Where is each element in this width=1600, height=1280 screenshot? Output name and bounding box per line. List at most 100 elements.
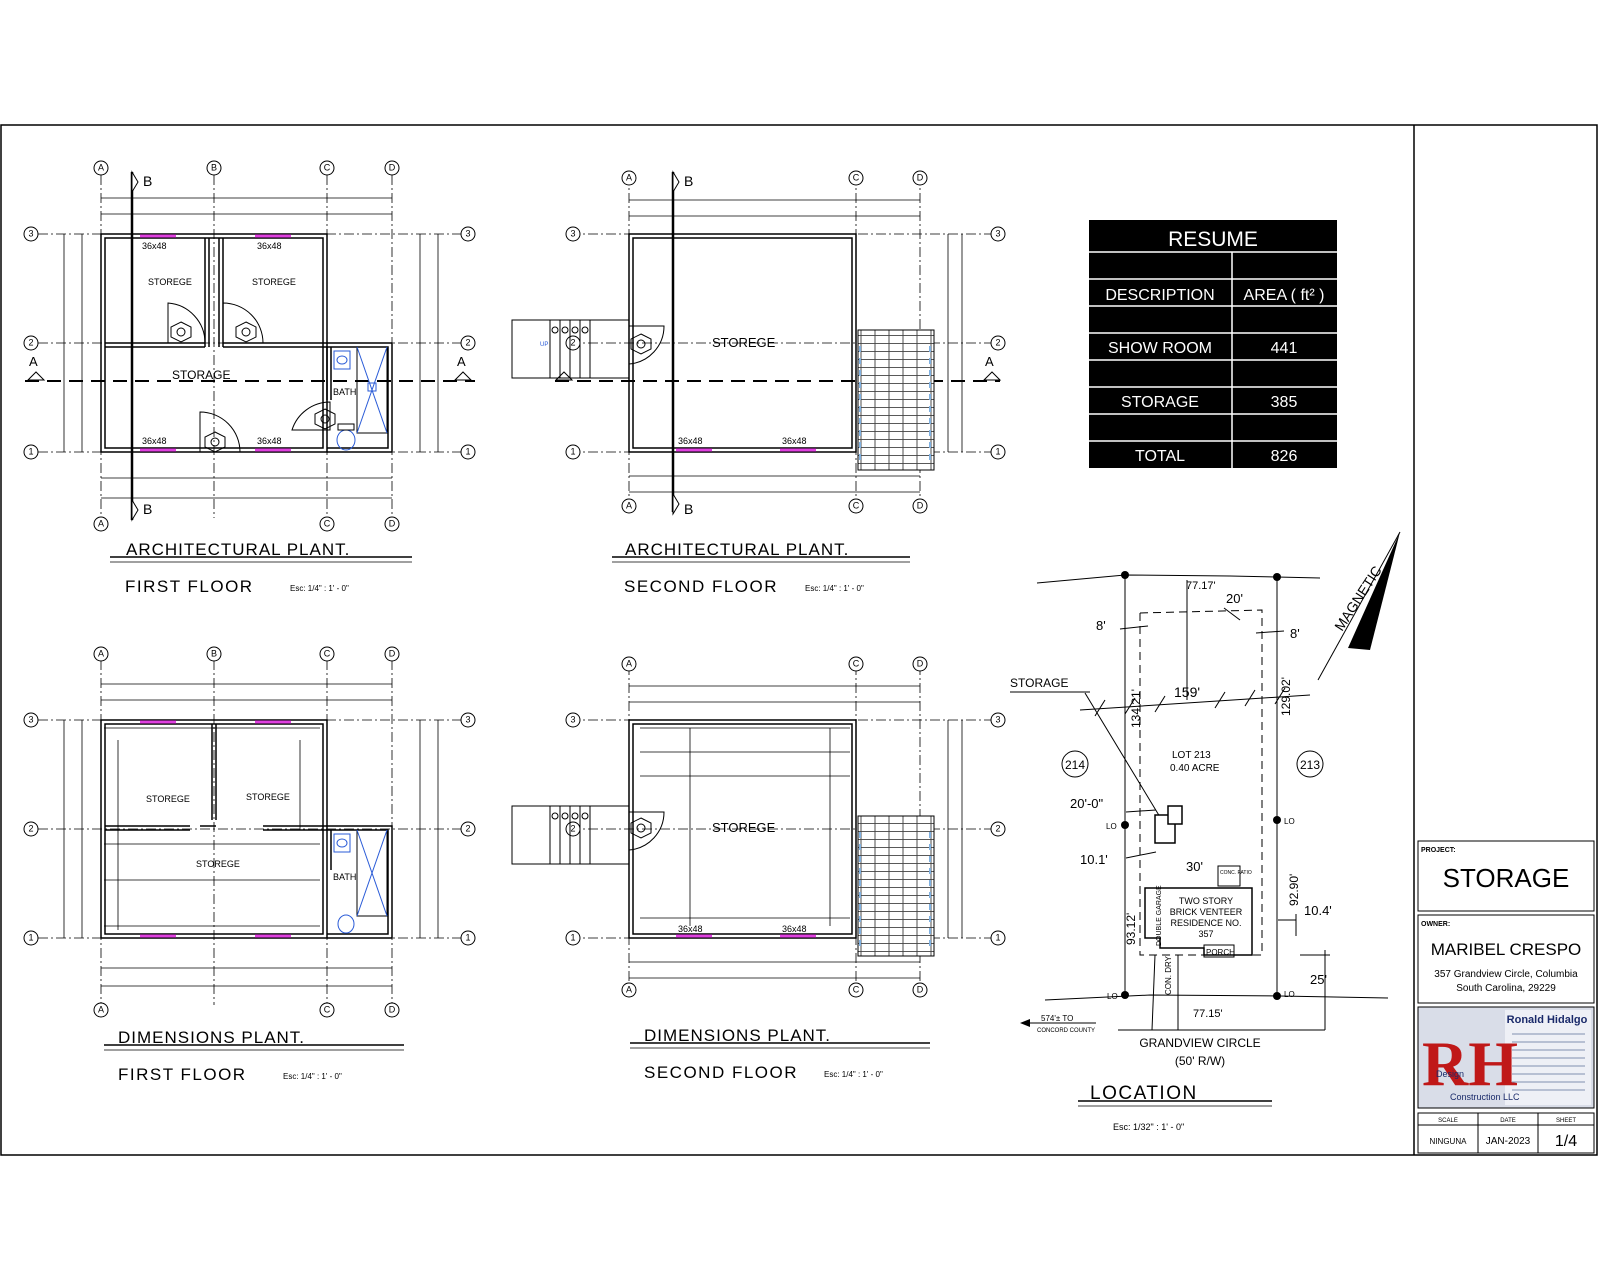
window-label: 36x48 [678,436,703,446]
plan-dim-second-floor: A C D A C D 3 2 1 3 2 1 [511,656,1006,998]
street-row: (50' R/W) [1175,1054,1225,1068]
scale-value: NINGUNA [1430,1137,1468,1146]
lot-number: 213 [1300,758,1320,772]
grid-label: B [211,162,217,172]
grid-label: A [626,500,632,510]
room-label: STOREGE [246,792,290,802]
grid-label: 1 [570,446,575,456]
site-dim: 134.21' [1129,689,1143,728]
site-dim: 30' [1186,859,1203,874]
window-label: 36x48 [782,436,807,446]
window-label: 36x48 [142,436,167,446]
county-note: CONCORD COUNTY [1037,1028,1095,1034]
grid-bubble-b [206,160,222,176]
grid-label: B [211,648,217,658]
plan-title: ARCHITECTURAL PLANT. [126,540,350,559]
grid-label: C [324,162,331,172]
resume-row-area: 441 [1271,340,1298,357]
company-logo: RH Ronald Hidalgo Design Construction LL… [1417,1006,1595,1109]
sheet-label: SHEET [1556,1118,1576,1124]
grid-label: 3 [28,228,33,238]
grid-label: D [389,518,396,528]
stair-icon [511,805,665,865]
room-label: STOREGE [148,277,192,287]
grid-label: 3 [465,228,470,238]
grid-label: D [389,1004,396,1014]
grid-label: A [626,658,632,668]
title-location: LOCATION Esc: 1/32" : 1' - 0" [1078,1083,1272,1132]
grid-label: 1 [465,446,470,456]
section-mark-a: A [457,354,466,369]
plan-subtitle: FIRST FLOOR [118,1065,247,1084]
grid-label: A [98,1004,104,1014]
owner-label: OWNER: [1421,921,1450,928]
north-arrow-icon [1348,532,1400,650]
room-label: STORAGE [172,368,230,382]
title-dim-first: DIMENSIONS PLANT. FIRST FLOOR Esc: 1/4" … [104,1028,404,1084]
grid-bubble-1 [460,444,476,460]
residence-label: 357 [1198,929,1213,939]
grid-bubble-2 [23,335,39,351]
residence-label: BRICK VENTEER [1170,907,1243,917]
site-dim: 25' [1310,972,1327,987]
window-label: 36x48 [782,924,807,934]
owner-name: MARIBEL CRESPO [1431,940,1582,959]
resume-row-desc: SHOW ROOM [1108,340,1212,357]
grid-label: 3 [995,714,1000,724]
grid-label: C [853,984,860,994]
site-dim: 8' [1096,618,1106,633]
arrow-left-icon [1020,1019,1030,1027]
date-label: DATE [1500,1118,1516,1124]
light-fixture-icon [630,817,652,839]
resume-row-area: 826 [1271,448,1298,465]
site-storage-label: STORAGE [1010,676,1068,690]
lo-label: LO [1284,817,1295,826]
plan-subtitle: SECOND FLOOR [644,1063,798,1082]
stair-up-label: UP [540,342,548,348]
driveway-label: CON. DRY [1164,955,1173,995]
grid-bubble-d [384,516,400,532]
residence-label: RESIDENCE NO. [1170,918,1241,928]
grid-label: 2 [570,823,575,833]
lot-name: LOT 213 [1172,750,1211,761]
title-arch-first: ARCHITECTURAL PLANT. FIRST FLOOR Esc: 1/… [110,540,412,596]
grid-label: 2 [995,823,1000,833]
site-dim: 129.02' [1279,677,1293,716]
grid-label: 2 [570,337,575,347]
resume-col-area: AREA ( ft² ) [1244,287,1325,304]
porch-label: PORCH [1206,948,1235,957]
grid-label: A [98,518,104,528]
site-dim: 77.17' [1186,580,1216,592]
plan-title: LOCATION [1090,1083,1198,1104]
light-fixture-icon [170,321,336,453]
room-label: STOREGE [146,794,190,804]
plan-scale: Esc: 1/4" : 1' - 0" [283,1072,342,1081]
lo-label: LO [1107,992,1118,1001]
grid-label: 3 [465,714,470,724]
resume-row-area: 385 [1271,394,1298,411]
shower-icon [356,829,388,917]
owner-address: 357 Grandview Circle, Columbia [1434,969,1578,980]
grid-label: 1 [995,446,1000,456]
toilet-icon [337,914,355,934]
logo-initials: RH [1422,1028,1518,1099]
street-name: GRANDVIEW CIRCLE [1139,1036,1260,1050]
lot-number: 214 [1065,758,1085,772]
logo-name: Ronald Hidalgo [1507,1014,1588,1026]
site-dim: 10.4' [1304,903,1332,918]
site-dim: 92.90' [1287,874,1301,906]
section-mark-a: A [985,354,994,369]
sink-icon [333,833,351,853]
plan-scale: Esc: 1/4" : 1' - 0" [824,1070,883,1079]
plan-subtitle: FIRST FLOOR [125,577,254,596]
grid-label: 2 [28,823,33,833]
lo-label: LO [1284,990,1295,999]
date-value: JAN-2023 [1486,1136,1531,1147]
grid-bubble-2 [460,335,476,351]
site-dim: 20'-0" [1070,796,1104,811]
resume-row-desc: TOTAL [1135,448,1185,465]
room-label: BATH [333,872,356,882]
room-label: STOREGE [712,820,776,835]
window-label: 36x48 [257,436,282,446]
